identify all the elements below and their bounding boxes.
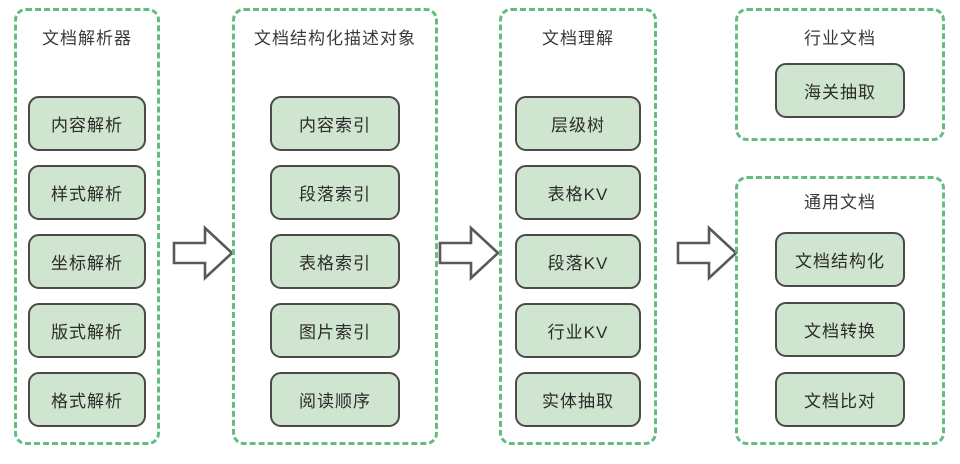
right-block-arrow-icon: [438, 225, 500, 281]
node-coordinate-parse[interactable]: 坐标解析: [28, 234, 146, 289]
arrow-parser-to-structure: [172, 224, 234, 282]
panel-structured-description-object: [232, 8, 438, 445]
node-style-parse[interactable]: 样式解析: [28, 165, 146, 220]
panel-title-document-understanding: 文档理解: [542, 29, 614, 48]
panel-title-structured-description-object: 文档结构化描述对象: [254, 29, 416, 48]
node-document-conversion[interactable]: 文档转换: [775, 302, 905, 357]
node-industry-kv[interactable]: 行业KV: [515, 303, 641, 358]
node-hierarchy-tree[interactable]: 层级树: [515, 96, 641, 151]
node-table-index[interactable]: 表格索引: [270, 234, 400, 289]
panel-general-document: [735, 176, 945, 445]
arrow-understanding-to-output: [676, 224, 738, 282]
panel-document-understanding: [499, 8, 657, 445]
node-entity-extraction[interactable]: 实体抽取: [515, 372, 641, 427]
panel-title-document-parser: 文档解析器: [42, 29, 132, 48]
panel-title-industry-document: 行业文档: [804, 29, 876, 48]
right-block-arrow-icon: [172, 225, 234, 281]
node-content-parse[interactable]: 内容解析: [28, 96, 146, 151]
node-customs-extraction[interactable]: 海关抽取: [775, 63, 905, 118]
right-block-arrow-icon: [676, 225, 738, 281]
node-paragraph-index[interactable]: 段落索引: [270, 165, 400, 220]
panel-document-parser: [14, 8, 160, 445]
node-image-index[interactable]: 图片索引: [270, 303, 400, 358]
panel-industry-document: [735, 8, 945, 141]
node-reading-order[interactable]: 阅读顺序: [270, 372, 400, 427]
node-content-index[interactable]: 内容索引: [270, 96, 400, 151]
panel-title-general-document: 通用文档: [804, 193, 876, 212]
node-document-structuring[interactable]: 文档结构化: [775, 232, 905, 287]
node-layout-parse[interactable]: 版式解析: [28, 303, 146, 358]
arrow-structure-to-understanding: [438, 224, 500, 282]
node-format-parse[interactable]: 格式解析: [28, 372, 146, 427]
node-paragraph-kv[interactable]: 段落KV: [515, 234, 641, 289]
node-table-kv[interactable]: 表格KV: [515, 165, 641, 220]
node-document-comparison[interactable]: 文档比对: [775, 372, 905, 427]
